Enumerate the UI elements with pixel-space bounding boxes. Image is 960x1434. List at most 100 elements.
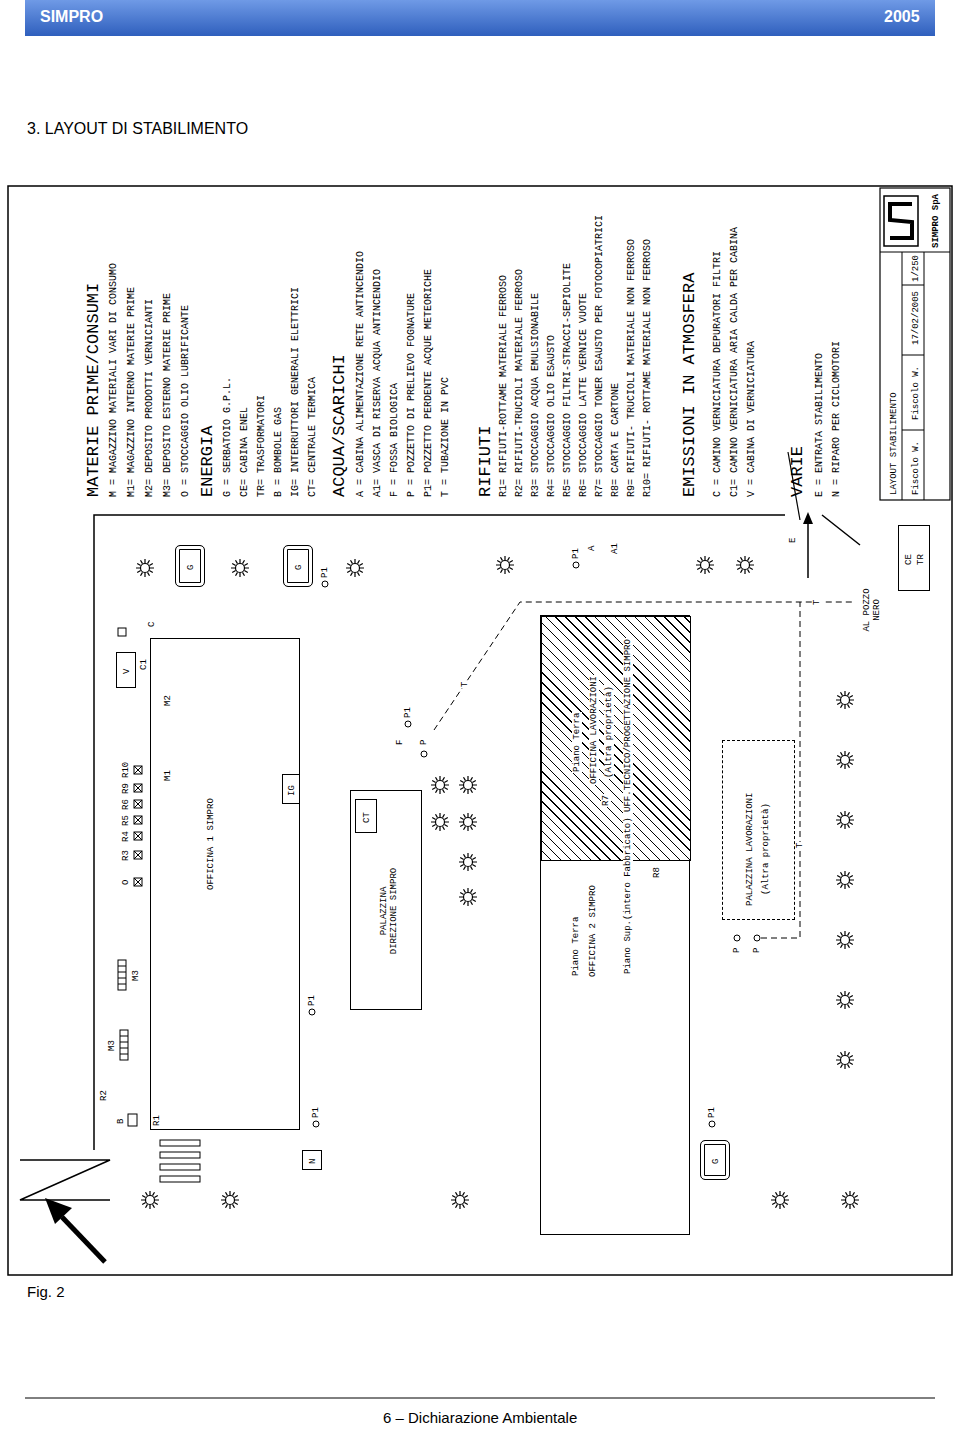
path-shape [451,1191,469,1209]
rect-shape [134,851,142,859]
circle-shape [841,1056,850,1065]
node-label: Piano Sup.(intero Fabbricato) UFF.TECNIC… [623,638,633,975]
legend-entry: M2= DEPOSITO PRODOTTI VERNICIANTI [144,299,156,497]
g-shape [836,691,854,709]
arrow-head [803,512,813,524]
legend-entry: R1= RIFIUTI-ROTTAME MATERIALE FERROSO [498,275,510,497]
title-block-grid [880,252,950,500]
room-box: CT [355,799,377,833]
rect-shape [160,1176,200,1182]
path-shape [459,813,477,831]
circle-shape [464,858,473,867]
g-shape [836,751,854,769]
path-shape [496,556,514,574]
node-label: IG [287,785,297,796]
title-block-text: 1/250 [911,255,921,282]
year: 2005 [884,8,920,26]
symbol-label: C1 [139,659,149,670]
rack-lines [120,1036,128,1054]
rect-shape [160,1140,200,1146]
building: OFFICINA 1 SIMPROIG [150,638,300,1130]
legend-entry: T = TUBAZIONE IN PVC [440,377,452,497]
node-label: OFFICINA 2 SIMPRO [588,885,598,977]
legend-entry: O = STOCCAGGIO OLIO LUBRIFICANTE [180,305,192,497]
legend-entry: P = POZZETTO DI PRELIEVO FOGNATURE [406,293,418,497]
gas-cylinder-box [128,1114,137,1126]
circle-shape [841,756,850,765]
legend-entry: R10= RIFIUTI- ROTTAME MATERIALE NON FERR… [642,239,654,497]
legend-entry: G = SERBATOIO G.P.L. [222,377,234,497]
storage-rack [120,1030,128,1060]
legend-entry: C = CAMINO VERNICIATURA DEPURATORI FILTR… [712,251,724,497]
g-shape [231,559,249,577]
figure-caption: Fig. 2 [27,1283,65,1300]
g-shape [221,1191,239,1209]
circle-shape [709,1121,715,1127]
moped-racks [160,1140,200,1182]
north-arrow-head [45,1198,72,1224]
circle-shape [734,935,740,941]
g-shape [459,776,477,794]
trees [136,556,859,1209]
gpl-tank: G [283,545,313,587]
path-shape [134,851,142,859]
symbol-label: F [395,739,405,744]
north-letter [20,1160,110,1200]
legend-heading: EMISSIONI IN ATMOSFERA [680,273,700,497]
panel-box: IG [282,774,300,804]
circle-shape [846,1196,855,1205]
circle-shape [464,818,473,827]
circle-shape [141,564,150,573]
legend-entry: R8= CARTA E CARTONE [610,383,622,497]
node-label: G [711,1158,721,1163]
node-label: Piano Terra [571,916,581,975]
title-block-text: LAYOUT STABILIMENTO [889,392,899,495]
legend-entry: R4= STOCCAGGIO OLIO ESAUSTO [546,335,558,497]
path-shape [134,816,142,824]
node-label: TR [916,554,926,565]
circle-shape [405,721,411,727]
node-label: PALAZZINA DIREZIONE SIMPRO [379,865,400,957]
circle-shape [754,935,760,941]
circle-shape [464,893,473,902]
symbol-label: T [460,680,470,687]
legend-entry: R7= STOCCAGGIO TONER ESAUSTO PER FOTOCOP… [594,215,606,497]
circle-shape [841,696,850,705]
g-shape [836,1051,854,1069]
legend-entry: M = MAGAZZINO MATERIALI VARI DI CONSUMO [108,263,120,497]
path-shape [134,784,142,792]
legend-heading: MATERIE PRIME/CONSUMI [84,283,104,497]
legend-entry: R3= STOCCAGGIO ACQUA EMULSIONABILE [530,293,542,497]
circle-shape [573,562,579,568]
symbol-label: M2 [163,695,173,706]
rect-shape [134,832,142,840]
symbol-label: T [795,841,805,848]
storage-rack [118,960,126,990]
symbol-label: R3 [121,850,131,861]
building: PALAZZINA DIREZIONE SIMPRO CT [350,790,422,1010]
symbol-label: P1 [403,707,413,718]
title-block [880,188,950,500]
legend-entry: N = RIPARO PER CICLOMOTORI [831,341,843,497]
substation-box: CETR [898,525,930,591]
circle-shape [841,936,850,945]
circle-shape [701,561,710,570]
node-label: (Altra proprietà) [604,685,614,779]
legend-entry: P1= POZZETTO PERDENTE ACQUE METEORICHE [423,269,435,497]
building: PALAZZINA LAVORAZIONI(Altra proprietà) [722,740,795,920]
g-shape [496,556,514,574]
symbol-label: P [752,947,762,952]
legend-entry: R2= RIFIUTI-TRUCIOLI MATERIALE FERROSO [514,269,526,497]
legend-entry: F = FOSSA BIOLOGICA [389,383,401,497]
legend-entry: R5= STOCCAGGIO FILTRI-STRACCI-SEPIOLITE [562,263,574,497]
symbol-label: R10 [121,762,131,778]
circle-shape [841,996,850,1005]
g-shape [136,559,154,577]
legend-entry: TR= TRASFORMATORI [256,395,268,497]
node-label: V [122,668,132,673]
company-logo [884,196,918,246]
path-shape [841,1191,859,1209]
hatched-area: Piano TerraOFFICINA LAVORAZIONI(Altra pr… [541,616,691,861]
path-shape [696,556,714,574]
